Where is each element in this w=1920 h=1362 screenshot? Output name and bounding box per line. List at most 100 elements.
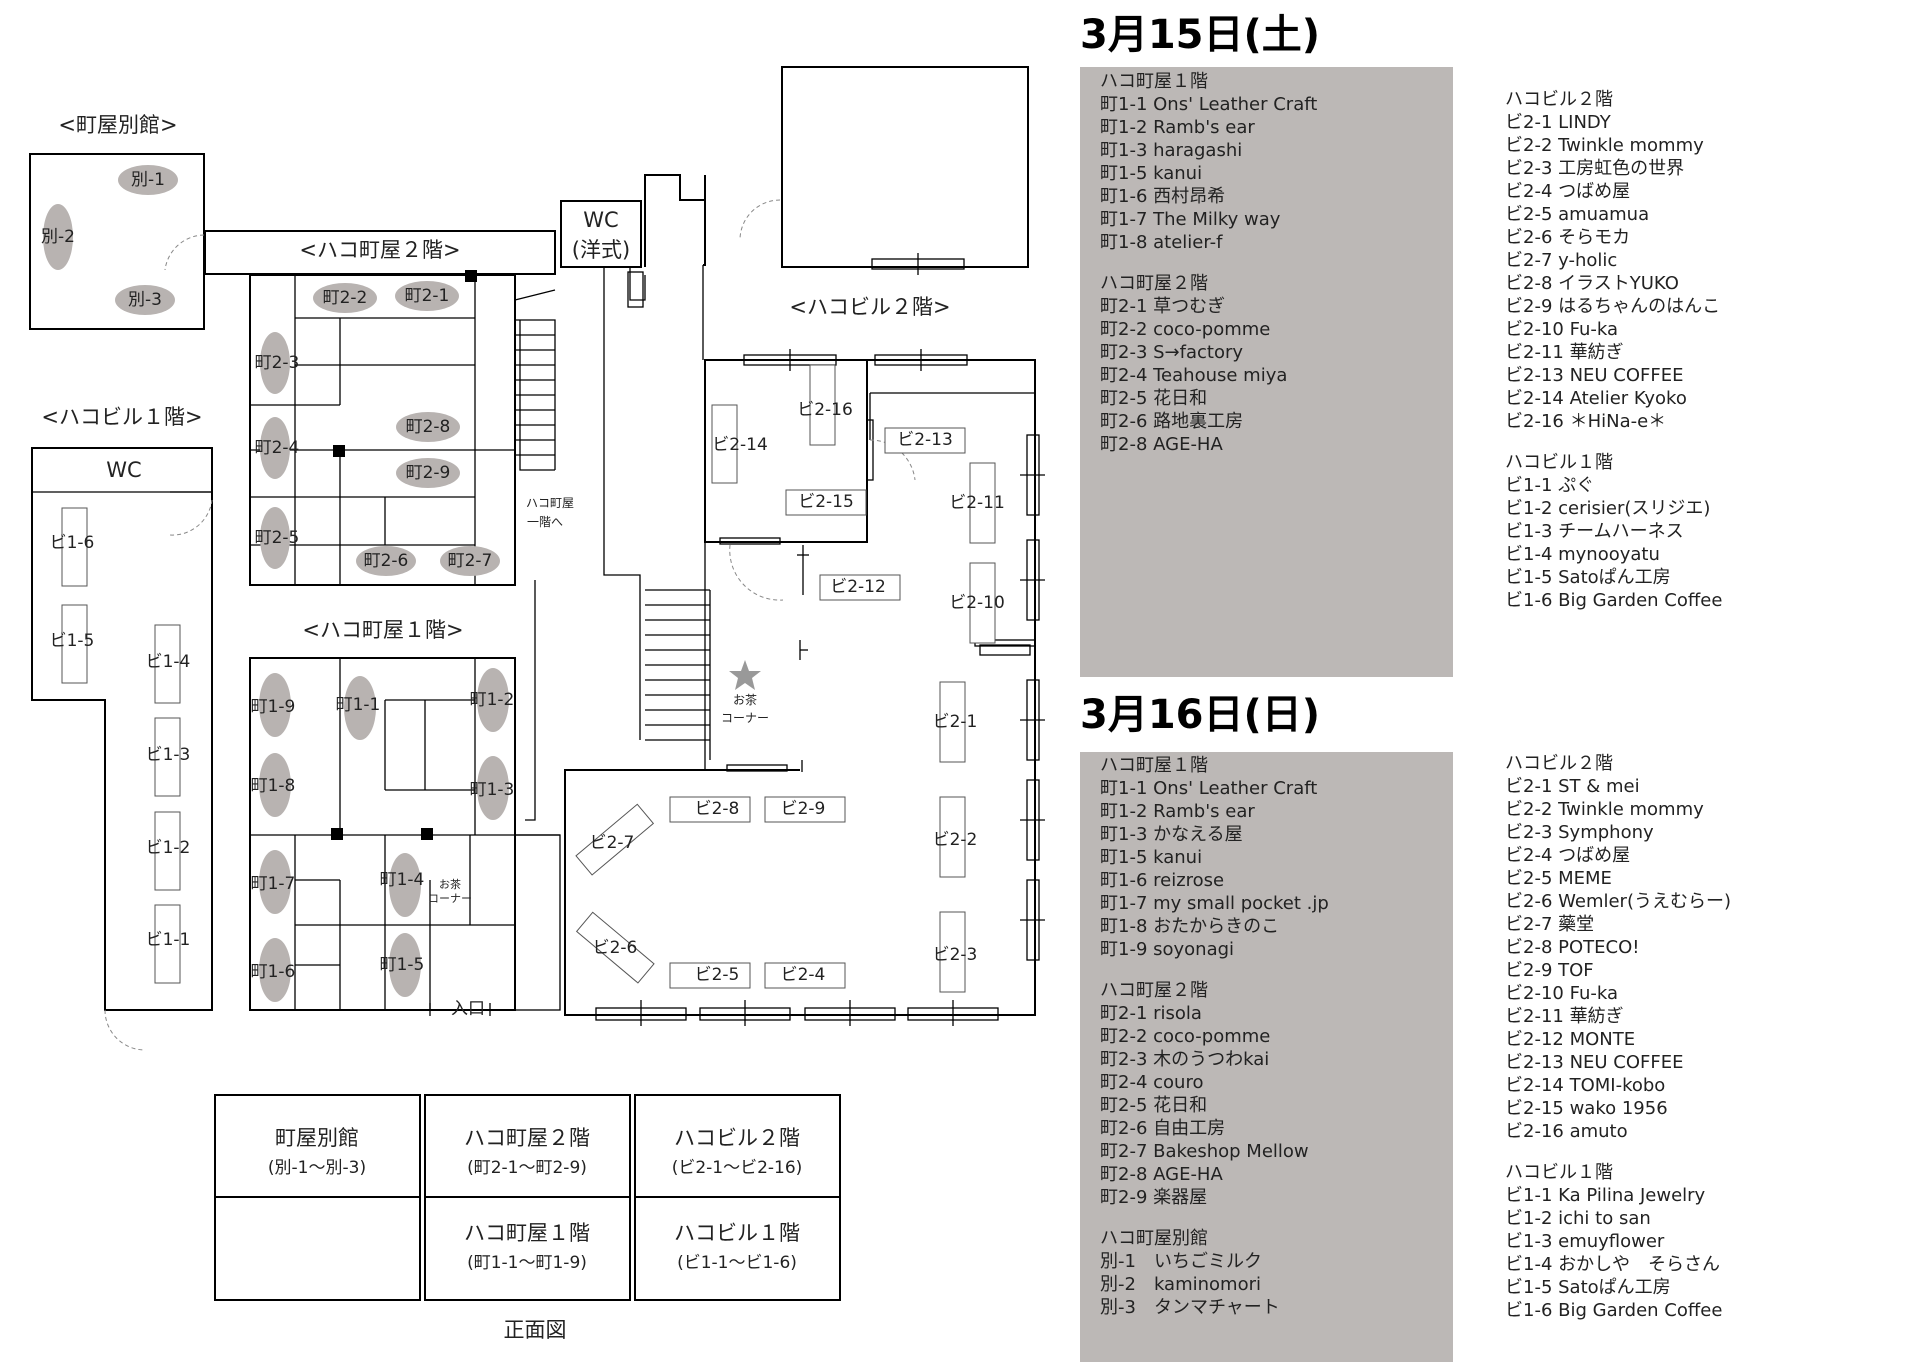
booth-label: 別-1 (131, 170, 165, 190)
booth-v2-15[interactable] (785, 489, 867, 516)
bldg2-title: <ハコビル２階> (789, 295, 950, 319)
exhibitor-entry: 町1-1 Ons' Leather Craft (1100, 94, 1318, 115)
booth-v1-3[interactable] (154, 717, 181, 797)
booth-label: ビ2-11 (949, 493, 1005, 513)
legend-v2-name: ハコビル２階 (674, 1126, 800, 1150)
booth-m1-9[interactable] (259, 673, 291, 737)
booth-annex-3[interactable] (115, 285, 175, 315)
booth-v2-11[interactable] (969, 462, 996, 544)
exhibitor-entry: 町1-3 かなえる屋 (1100, 824, 1243, 845)
booth-v2-2[interactable] (939, 796, 966, 878)
exhibitor-entry: 町2-2 coco-pomme (1100, 1026, 1271, 1047)
exhibitor-entry: ビ2-14 Atelier Kyoko (1505, 388, 1687, 409)
booth-annex-2[interactable] (43, 204, 73, 270)
exhibitor-entry: 町2-2 coco-pomme (1100, 319, 1271, 340)
booth-v2-6[interactable] (575, 911, 655, 984)
exhibitor-entry: ビ1-2 ichi to san (1505, 1208, 1651, 1229)
booth-m2-1[interactable] (395, 281, 459, 311)
exhibitor-entry: ビ1-5 Satoぱん工房 (1505, 567, 1671, 588)
legend-m1-range: (町1-1～町1-9) (467, 1253, 587, 1273)
booth-label: ビ2-10 (949, 593, 1005, 613)
booth-label: ビ2-12 (830, 577, 886, 597)
bldg2-upper-room (781, 66, 1029, 268)
exhibitor-entry: 別-1 いちごミルク (1100, 1251, 1262, 1272)
booth-annex-1[interactable] (118, 165, 178, 195)
exhibitor-entry: ビ2-4 つばめ屋 (1505, 181, 1631, 202)
booth-v2-8[interactable] (669, 796, 751, 823)
annex-door-swing (164, 234, 205, 271)
exhibitor-entry: ビ1-3 チームハーネス (1505, 521, 1684, 542)
floor-heading: ハコ町屋別館 (1100, 1228, 1208, 1249)
booth-v2-14[interactable] (711, 404, 738, 484)
exhibitor-entry: ビ2-6 そらモカ (1505, 227, 1631, 248)
day1-panel (1080, 67, 1453, 677)
booth-m1-1[interactable] (344, 676, 376, 740)
booth-m2-5[interactable] (260, 507, 290, 569)
legend-v1-range: (ビ1-1～ビ1-6) (677, 1253, 797, 1273)
booth-label: ビ1-2 (146, 838, 191, 858)
booth-v1-2[interactable] (154, 811, 181, 891)
booth-v2-16[interactable] (809, 364, 836, 446)
booth-v1-6[interactable] (61, 507, 88, 587)
booth-m2-6[interactable] (356, 546, 416, 576)
exhibitor-entry: 町1-2 Ramb's ear (1100, 801, 1255, 822)
booth-m2-4[interactable] (260, 417, 290, 479)
tea-corner-small-label: お茶 (439, 878, 461, 891)
booth-m1-7[interactable] (259, 850, 291, 914)
booth-m1-6[interactable] (259, 938, 291, 1002)
exhibitor-entry: ビ2-5 MEME (1505, 868, 1612, 889)
floor-heading: ハコビル１階 (1505, 1162, 1613, 1183)
booth-label: 別-3 (128, 290, 162, 310)
booth-m1-3[interactable] (477, 756, 509, 820)
booth-v2-3[interactable] (939, 911, 966, 993)
booth-m1-5[interactable] (389, 933, 421, 997)
booth-v1-1[interactable] (154, 904, 181, 984)
booth-label: ビ2-1 (933, 712, 978, 732)
booth-m1-8[interactable] (259, 753, 291, 817)
booth-m2-2[interactable] (313, 283, 377, 313)
booth-label: ビ2-4 (781, 965, 826, 985)
exhibitor-entry: 町2-6 自由工房 (1100, 1118, 1226, 1139)
booth-v2-13[interactable] (884, 427, 966, 454)
booth-v2-1[interactable] (939, 681, 966, 763)
exhibitor-entry: ビ2-10 Fu-ka (1505, 319, 1618, 340)
booth-label: 町2-4 (255, 438, 300, 458)
booth-m2-7[interactable] (440, 546, 500, 576)
exhibitor-entry: 町1-5 kanui (1100, 847, 1203, 868)
booth-m1-2[interactable] (477, 668, 509, 732)
booth-v2-5[interactable] (669, 962, 751, 989)
machiya1-title: <ハコ町屋１階> (302, 618, 463, 642)
booth-v2-7[interactable] (575, 803, 655, 876)
booth-label: 町1-2 (470, 690, 515, 710)
booth-v2-10[interactable] (969, 562, 996, 644)
booth-label: 町1-5 (380, 955, 425, 975)
exhibitor-entry: ビ2-7 y-holic (1505, 250, 1618, 271)
booth-label: 町2-8 (406, 417, 451, 437)
stairs-machiya (514, 289, 556, 821)
booth-label: ビ2-9 (781, 799, 826, 819)
booth-m2-3[interactable] (260, 332, 290, 394)
exhibitor-entry: ビ2-10 Fu-ka (1505, 983, 1618, 1004)
booth-m2-9[interactable] (396, 458, 460, 488)
machiya2-title: <ハコ町屋２階> (299, 238, 460, 262)
exhibitor-entry: ビ2-9 TOF (1505, 960, 1594, 981)
booth-v2-9[interactable] (764, 796, 846, 823)
exhibitor-entry: ビ2-13 NEU COFFEE (1505, 1052, 1684, 1073)
booth-v2-12[interactable] (819, 574, 901, 601)
booth-m2-8[interactable] (396, 412, 460, 442)
exhibitor-entry: ビ1-3 emuyflower (1505, 1231, 1665, 1252)
booth-label: 町2-9 (406, 463, 451, 483)
booth-m1-4[interactable] (389, 853, 421, 917)
tea-corner-label: コーナー (721, 711, 769, 725)
booth-v1-5[interactable] (61, 604, 88, 684)
booth-v2-4[interactable] (764, 962, 846, 989)
exhibitor-entry: ビ2-11 華紡ぎ (1505, 1006, 1624, 1027)
booth-v1-4[interactable] (154, 624, 181, 704)
booth-label: ビ2-14 (712, 435, 768, 455)
booth-label: ビ2-13 (897, 430, 953, 450)
exhibitor-entry: 町2-9 楽器屋 (1100, 1187, 1208, 1208)
exhibitor-entry: 町2-8 AGE-HA (1100, 434, 1223, 455)
